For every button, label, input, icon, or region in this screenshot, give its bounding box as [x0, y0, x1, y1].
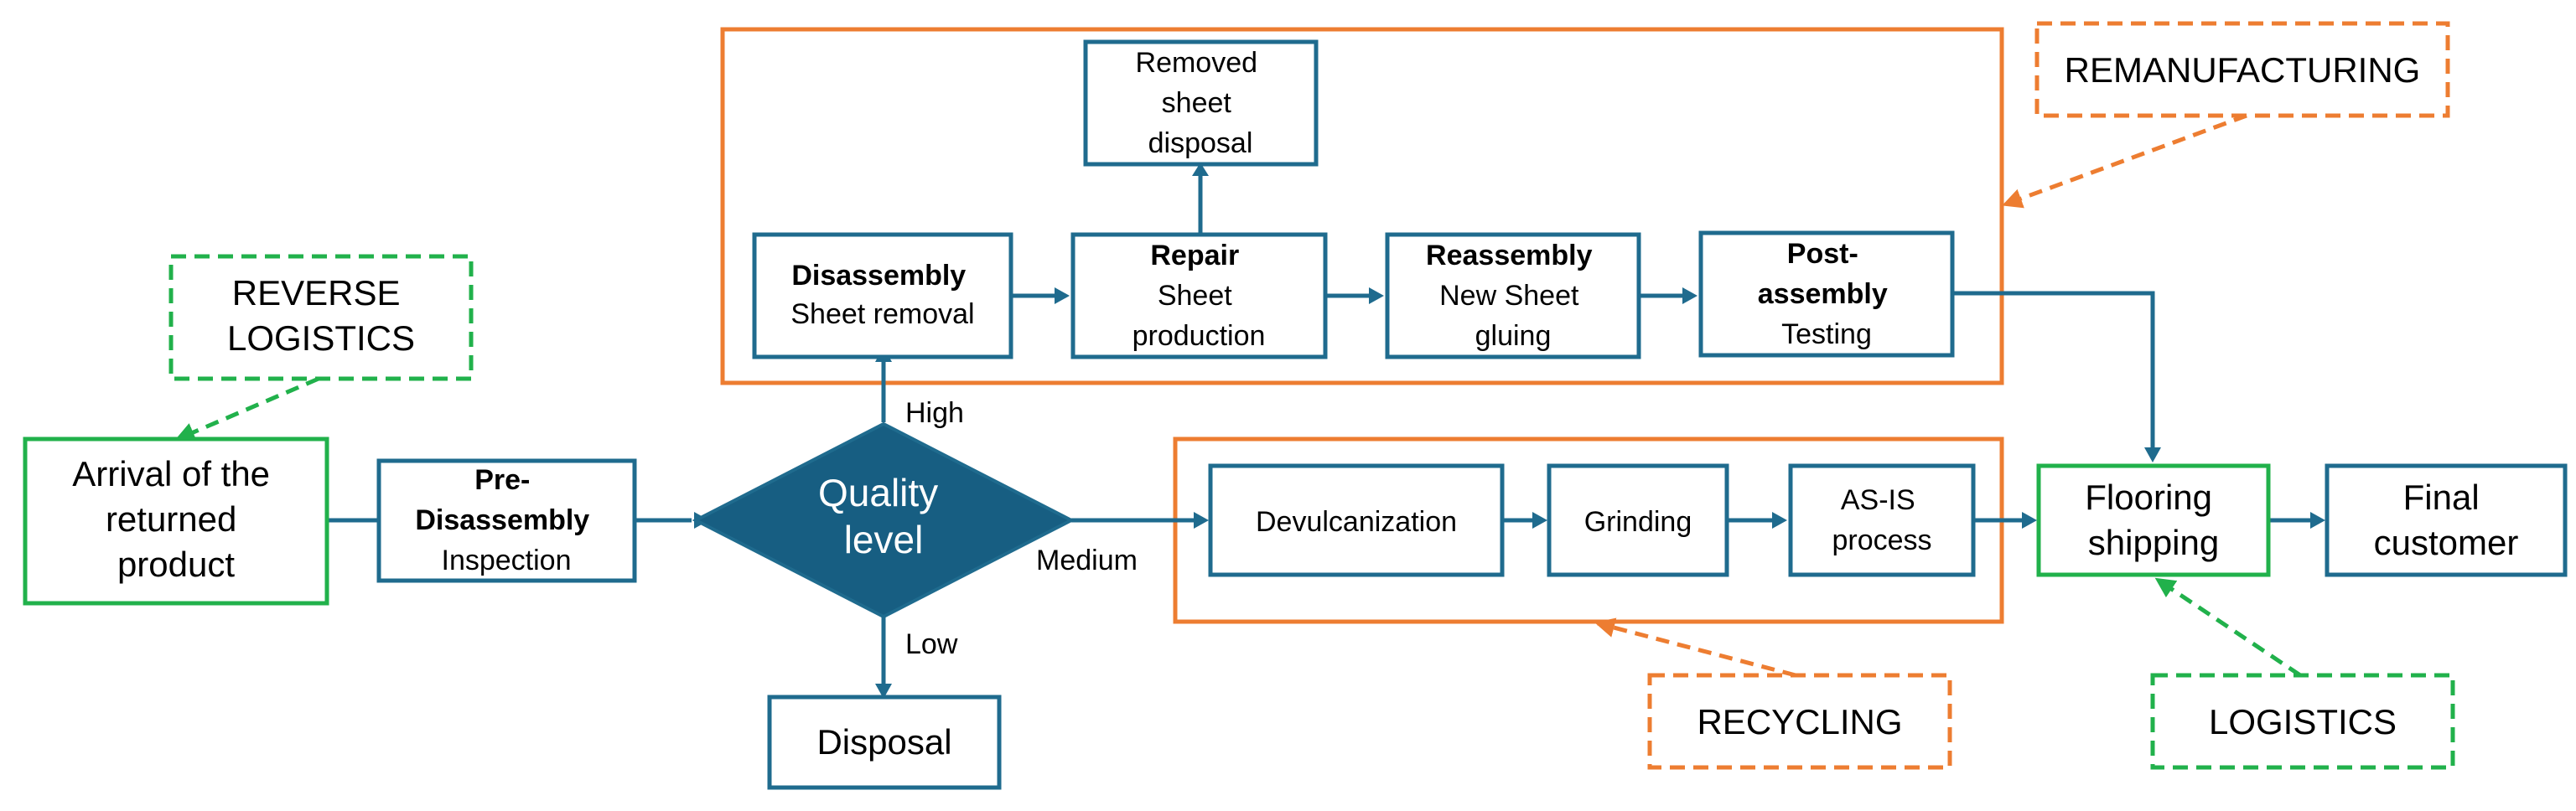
- recycling-callout-box: [1647, 673, 1952, 770]
- devulcanization-label: Devulcanization: [1256, 506, 1457, 538]
- arrival-box: [23, 436, 329, 606]
- postassembly-box: [1698, 230, 1955, 358]
- quality-level-diamond: [692, 421, 1075, 619]
- logistics-callout-box: [2150, 673, 2455, 770]
- arrowhead: [2310, 512, 2325, 529]
- flooring-shipping-box: [2036, 463, 2271, 577]
- reassembly-box: [1385, 232, 1641, 359]
- edge-postassembly-to-flooring: [1952, 291, 2155, 452]
- quality-level-label: Quality level: [818, 471, 949, 561]
- repair-box: [1070, 232, 1328, 359]
- devulcanization-box: [1208, 463, 1505, 577]
- reassembly-label: Reassembly New Sheet gluing: [1426, 240, 1600, 352]
- edge-label-low: Low: [905, 628, 958, 660]
- edge-label-medium: Medium: [1036, 545, 1138, 576]
- arrowhead: [2022, 512, 2037, 529]
- removed-sheet-label: Removed sheet disposal: [1136, 47, 1266, 159]
- arrival-label: Arrival of the returned product: [72, 454, 279, 584]
- arrowhead: [1194, 512, 1209, 529]
- callout-line-remanufacturing: [2002, 113, 2247, 209]
- remanufacturing-callout-box: [2034, 21, 2450, 118]
- postassembly-label: Post- assembly Testing: [1758, 238, 1895, 350]
- disassembly-box: [752, 232, 1013, 359]
- final-customer-label: Final customer: [2374, 478, 2519, 562]
- reverse-logistics-callout-label: REVERSE LOGISTICS: [227, 273, 415, 358]
- grinding-box: [1547, 463, 1729, 577]
- recycling-callout-label: RECYCLING: [1697, 702, 1902, 741]
- disposal-box: [767, 695, 1002, 790]
- arrowhead: [875, 684, 892, 699]
- asis-label: AS-IS process: [1832, 484, 1931, 556]
- predisassembly-label: Pre- Disassembly Inspection: [415, 464, 597, 576]
- edge-label-high: High: [905, 397, 964, 429]
- arrowhead: [1055, 287, 1070, 304]
- recycling-group-frame: [1173, 436, 2004, 624]
- arrowhead: [1532, 512, 1547, 529]
- grinding-label: Grinding: [1584, 506, 1692, 538]
- arrowhead: [1369, 287, 1384, 304]
- final-customer-box: [2325, 463, 2568, 577]
- disassembly-label: Disassembly Sheet removal: [790, 260, 974, 330]
- remanufacturing-callout-label: REMANUFACTURING: [2065, 50, 2421, 90]
- flooring-shipping-label: Flooring shipping: [2085, 478, 2221, 562]
- callout-line-logistics: [2154, 577, 2302, 678]
- disposal-label: Disposal: [816, 722, 951, 762]
- callout-line-recycling: [1594, 617, 1796, 678]
- reverse-logistics-callout-box: [168, 254, 474, 381]
- arrowhead: [2144, 447, 2161, 462]
- arrowhead: [1682, 287, 1697, 304]
- callout-line-reverse-logistics: [174, 376, 319, 442]
- logistics-callout-label: LOGISTICS: [2209, 702, 2397, 741]
- arrowhead: [1772, 512, 1787, 529]
- repair-label: Repair Sheet production: [1133, 240, 1266, 352]
- predisassembly-box: [376, 458, 637, 583]
- removed-sheet-box: [1083, 39, 1319, 167]
- arrowhead: [1192, 163, 1209, 176]
- asis-box: [1788, 463, 1976, 577]
- remanufacturing-group-frame: [720, 27, 2004, 385]
